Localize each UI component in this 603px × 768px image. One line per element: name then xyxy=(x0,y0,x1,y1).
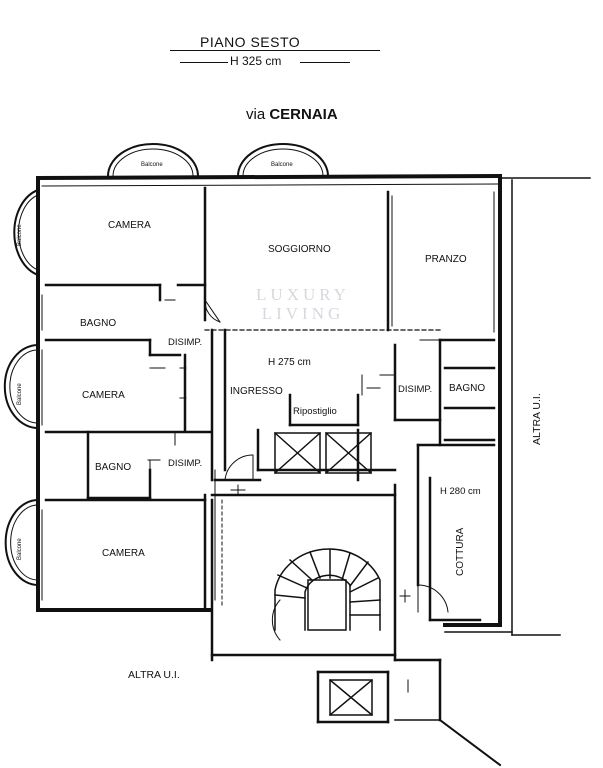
watermark-line-1: LUXURY xyxy=(256,285,350,304)
height-rule-left xyxy=(180,62,228,63)
room-label-camera-2: CAMERA xyxy=(82,390,125,401)
height-rule-right xyxy=(300,62,350,63)
neighbor-label-bottom: ALTRA U.I. xyxy=(128,669,180,681)
room-label-camera-1: CAMERA xyxy=(108,220,151,231)
thin-details xyxy=(41,191,495,606)
spiral-staircase xyxy=(271,548,381,641)
street-name: via CERNAIA xyxy=(246,106,338,123)
room-label-bagno-3: BAGNO xyxy=(95,462,131,473)
balconies xyxy=(3,143,330,587)
room-label-ripostiglio: Ripostiglio xyxy=(293,406,337,417)
room-label-pranzo: PRANZO xyxy=(425,254,467,265)
neighbor-label-right: ALTRA U.I. xyxy=(531,393,543,445)
room-label-cottura: COTTURA xyxy=(455,527,466,576)
room-label-disimp-3: DISIMP. xyxy=(168,458,202,469)
room-label-bagno-1: BAGNO xyxy=(80,318,116,329)
room-label-ingresso: INGRESSO xyxy=(230,386,283,397)
room-label-bagno-2: BAGNO xyxy=(449,383,485,394)
title-underline xyxy=(170,50,380,51)
lift-shafts xyxy=(273,431,374,717)
floor-height-label: H 325 cm xyxy=(230,54,282,68)
room-label-disimp-1: DISIMP. xyxy=(168,337,202,348)
top-window-strip xyxy=(41,183,499,187)
door-swings xyxy=(204,299,449,613)
balcony-label-side-3: Balcone xyxy=(17,538,23,560)
luxury-living-watermark: LUXURY LIVING xyxy=(228,285,378,323)
room-label-soggiorno: SOGGIORNO xyxy=(268,244,331,255)
watermark-line-2: LIVING xyxy=(261,304,345,323)
kitchen-height-label: H 280 cm xyxy=(440,486,481,497)
balcony-label-top-2: Balcone xyxy=(271,162,293,168)
hall-height-label: H 275 cm xyxy=(268,357,311,368)
room-label-camera-3: CAMERA xyxy=(102,548,145,559)
interior-walls xyxy=(44,186,502,767)
balcony-label-top-1: Balcone xyxy=(141,162,163,168)
balcony-label-side-1: Balcone xyxy=(17,224,23,246)
room-label-disimp-2: DISIMP. xyxy=(398,384,432,395)
right-outer-wall xyxy=(444,177,591,636)
balcony-label-side-2: Balcone xyxy=(17,383,23,405)
plan-title: PIANO SESTO xyxy=(200,34,301,50)
exterior-walls xyxy=(35,173,503,627)
entry-markers xyxy=(230,484,411,693)
